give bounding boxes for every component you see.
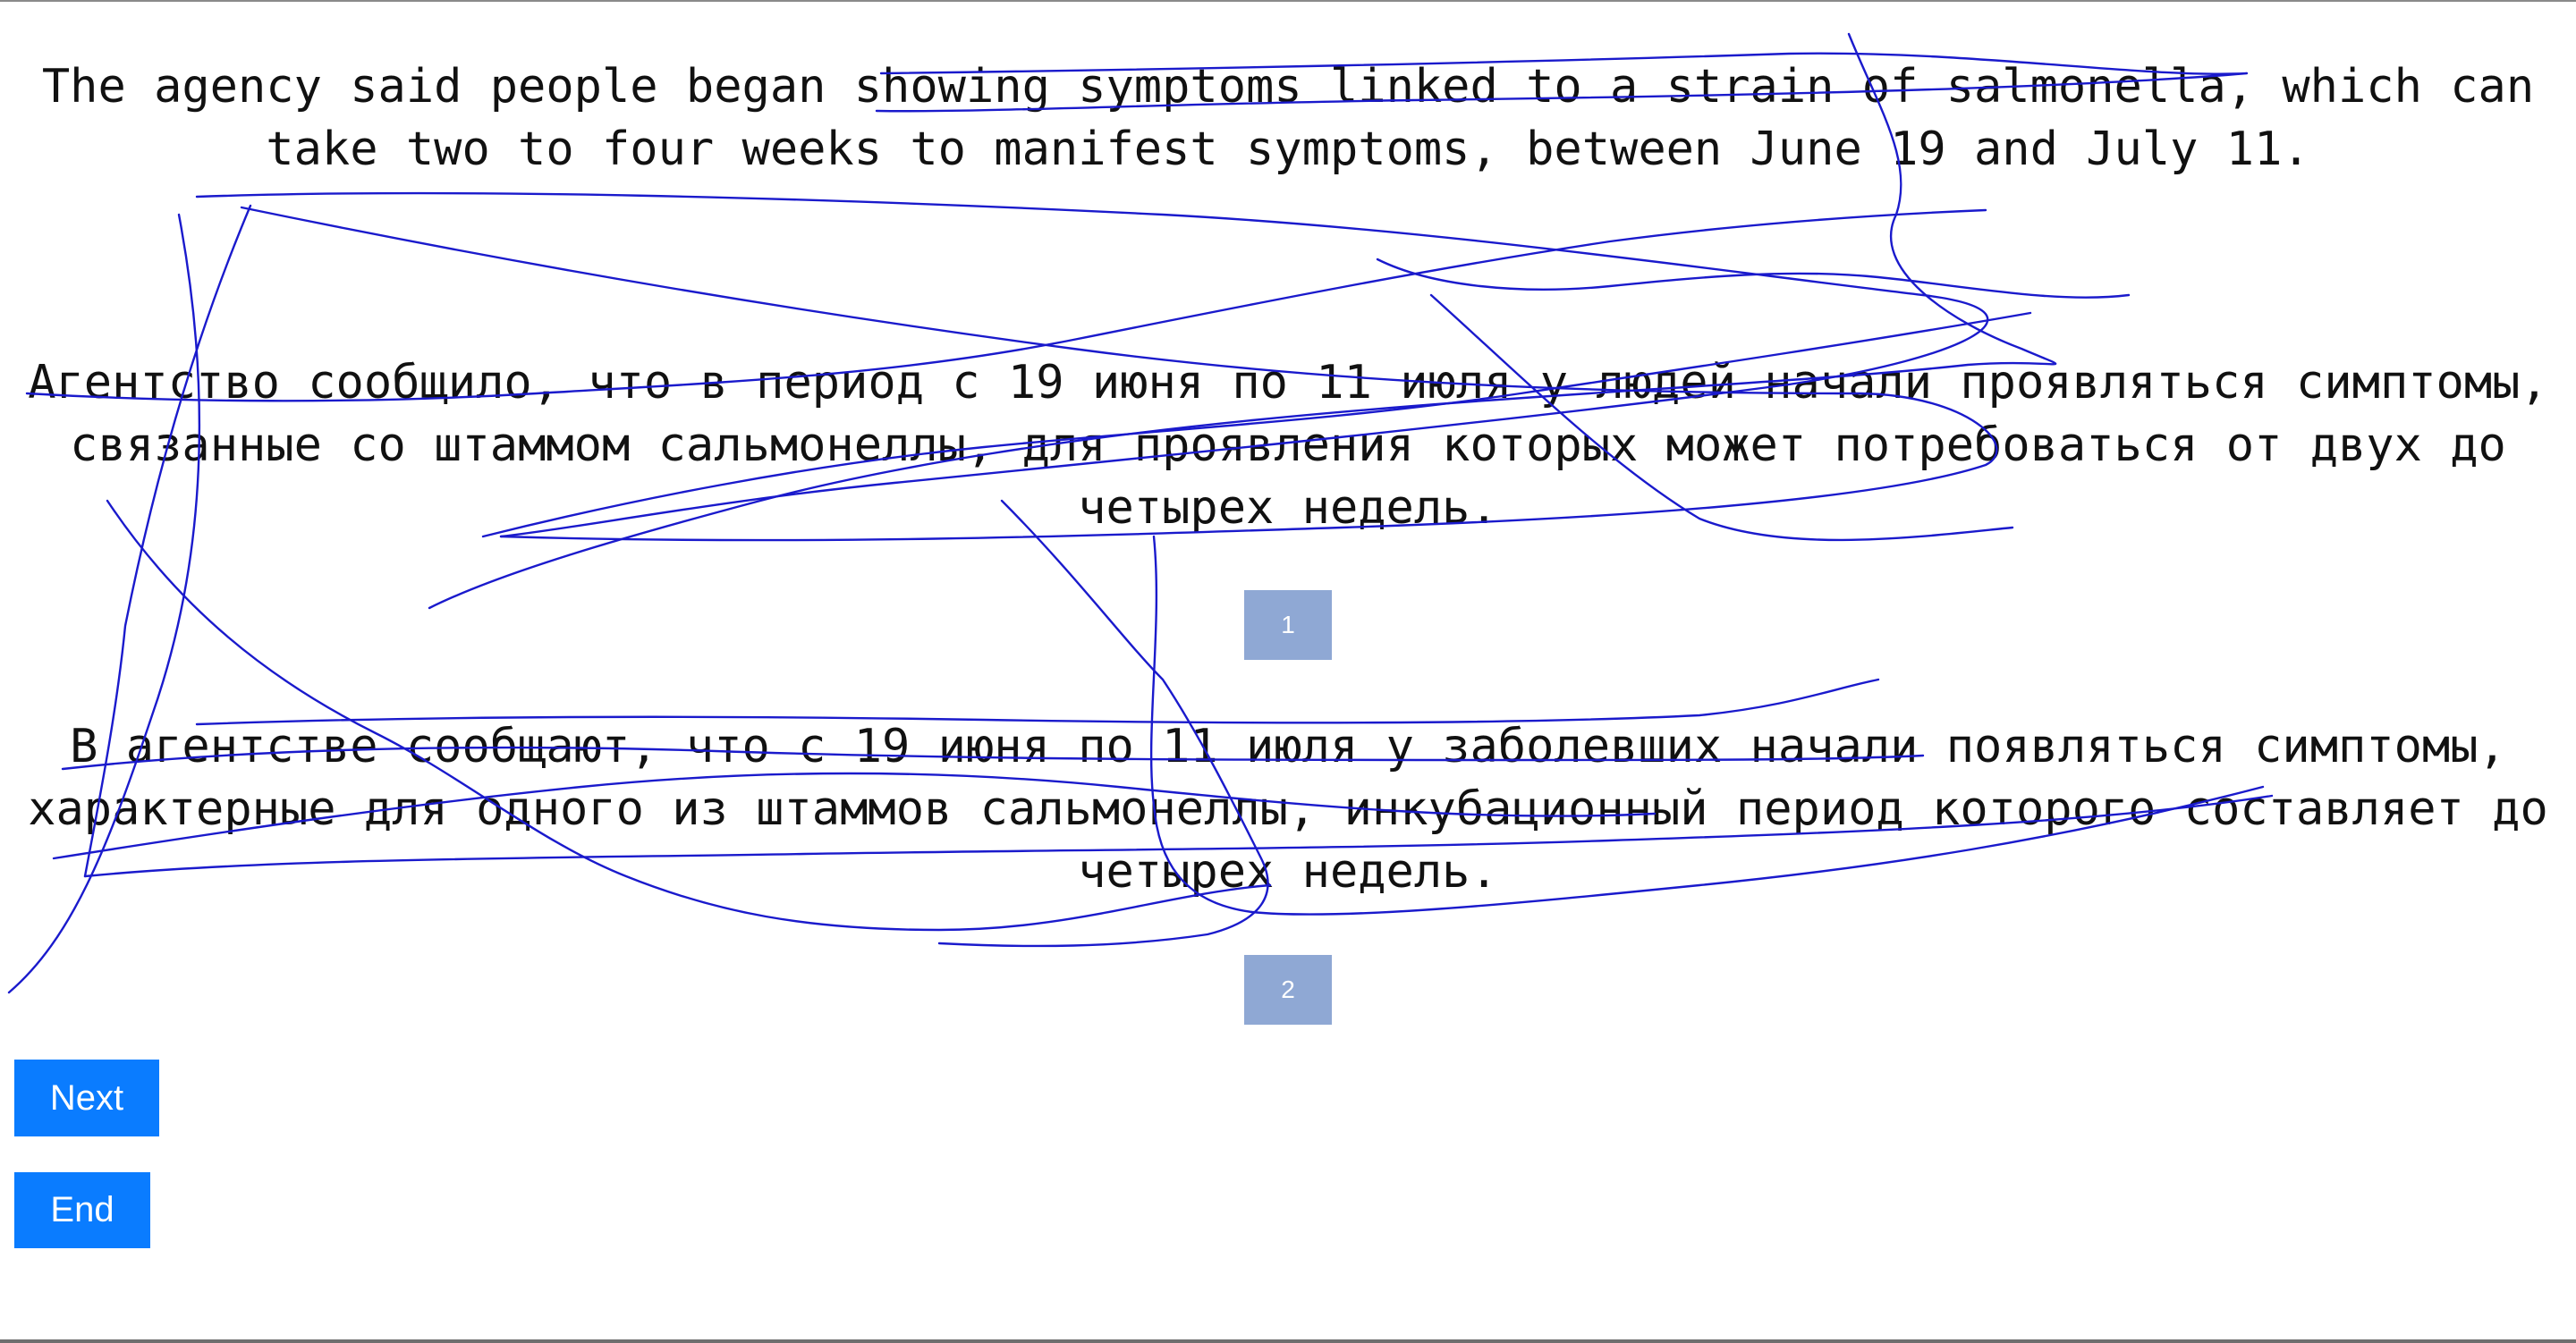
scribble-stroke-16 (1376, 258, 2131, 299)
translation-option-1: Агентство сообщило, что в период с 19 ию… (28, 356, 2548, 535)
translation-option-2: В агентстве сообщают, что с 19 июня по 1… (28, 720, 2548, 899)
end-button[interactable]: End (14, 1172, 150, 1248)
next-button[interactable]: Next (14, 1060, 159, 1136)
select-translation-1-button[interactable]: 1 (1244, 590, 1332, 660)
window-top-border (0, 0, 2576, 2)
select-translation-2-button[interactable]: 2 (1244, 955, 1332, 1025)
window-bottom-border (0, 1339, 2576, 1343)
source-sentence: The agency said people began showing sym… (41, 60, 2535, 176)
